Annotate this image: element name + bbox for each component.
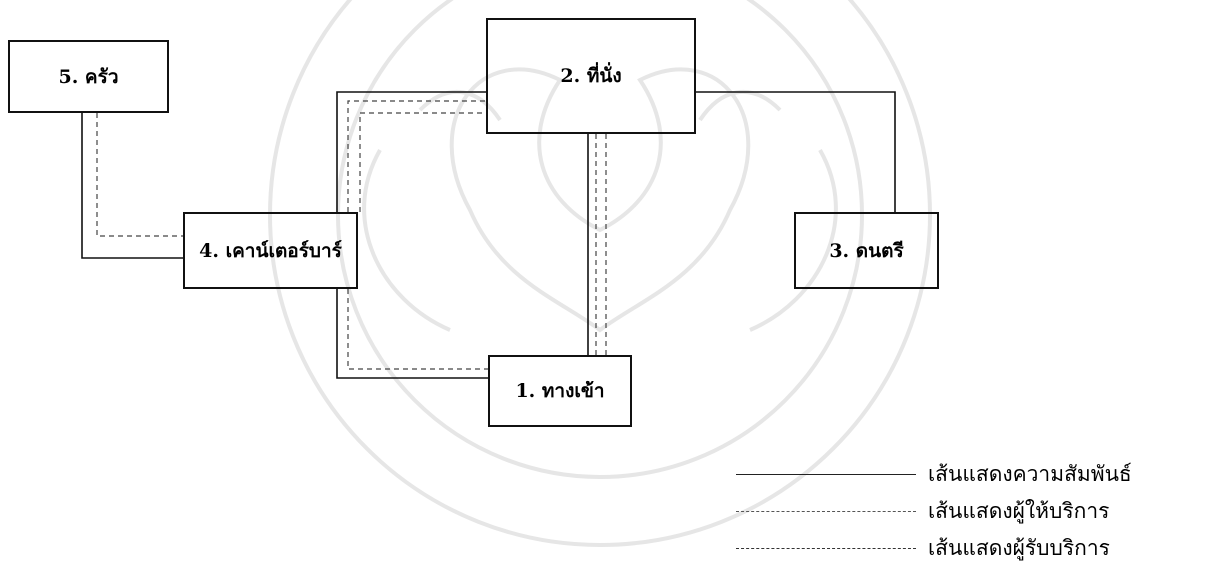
node-kitchen: 5. ครัว [8, 40, 169, 113]
legend-service-receiver-label: เส้นแสดงผู้รับบริการ [928, 535, 1110, 560]
legend-service-receiver: เส้นแสดงผู้รับบริการ [736, 533, 1110, 563]
node-music: 3. ดนตรี [794, 212, 939, 289]
link-counter-entrance-relationship [336, 289, 488, 379]
node-entrance: 1. ทางเข้า [488, 355, 632, 427]
node-seating-label: 2. ที่นั่ง [560, 65, 622, 87]
link-counter-seating-provider [347, 100, 486, 212]
legend-service-provider-label: เส้นแสดงผู้ให้บริการ [928, 498, 1110, 523]
node-entrance-label: 1. ทางเข้า [515, 380, 605, 402]
link-counter-seating-receiver [359, 112, 486, 212]
link-kitchen-counter-relationship [81, 113, 183, 259]
node-seating: 2. ที่นั่ง [486, 18, 696, 134]
link-kitchen-counter-provider [96, 113, 183, 237]
legend-relationship: เส้นแสดงความสัมพันธ์ [736, 459, 1132, 489]
dashed-line-sample-2 [736, 547, 916, 549]
node-counter-bar: 4. เคาน์เตอร์บาร์ [183, 212, 358, 289]
solid-line-sample [736, 473, 916, 475]
node-counter-bar-label: 4. เคาน์เตอร์บาร์ [199, 239, 342, 262]
node-kitchen-label: 5. ครัว [58, 65, 119, 88]
node-music-label: 3. ดนตรี [829, 239, 904, 262]
link-seating-music-relationship [696, 91, 896, 212]
legend-service-provider: เส้นแสดงผู้ให้บริการ [736, 496, 1109, 526]
link-counter-seating-relationship [336, 91, 486, 212]
link-counter-entrance-provider [347, 289, 488, 370]
dashed-line-sample [736, 510, 916, 512]
legend-relationship-label: เส้นแสดงความสัมพันธ์ [928, 461, 1132, 486]
